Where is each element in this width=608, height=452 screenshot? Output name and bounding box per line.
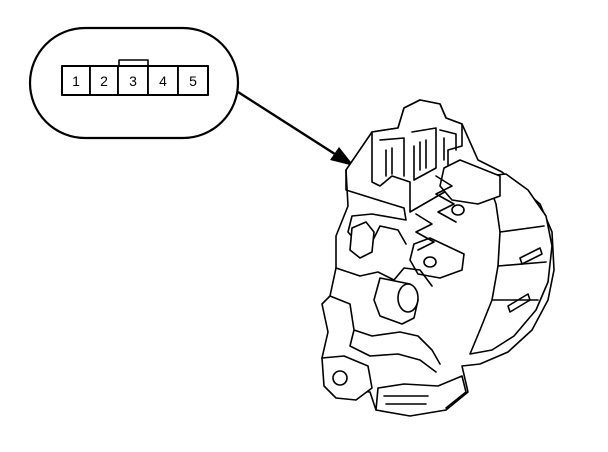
- switch-rocker-knob: [469, 173, 553, 355]
- connector-shroud-inner: [379, 127, 457, 181]
- switch-assembly: [321, 99, 555, 417]
- plunger-end: [397, 283, 419, 313]
- housing-latch: [349, 221, 375, 259]
- contact-spring-upper: [435, 175, 457, 223]
- connector-callout: 1 2 3 4 5: [28, 26, 240, 140]
- pin-label-5: 5: [189, 73, 197, 89]
- pin-label-2: 2: [100, 73, 108, 89]
- switch-rocker-slot-upper: [519, 247, 543, 265]
- terminal-rivet-upper: [451, 204, 465, 216]
- switch-rocker-slot-lower: [507, 293, 531, 313]
- leader-arrow: [237, 90, 354, 166]
- lower-body: [329, 295, 441, 373]
- pin-label-4: 4: [159, 73, 167, 89]
- connector-terminals: [385, 137, 445, 177]
- leader-line: [237, 90, 339, 158]
- contact-spring-lower: [415, 213, 435, 251]
- pin-label-3: 3: [129, 73, 137, 89]
- bracket-bottom: [375, 375, 467, 411]
- leader-arrowhead: [330, 147, 354, 166]
- terminal-rivet-lower: [423, 256, 437, 268]
- housing-left-face: [345, 169, 407, 247]
- connector-pin-row: [61, 65, 209, 96]
- pin-label-1: 1: [72, 73, 80, 89]
- connector-shroud: [371, 99, 463, 213]
- connector-pin-frame: [61, 65, 209, 96]
- bracket-ribs: [383, 395, 429, 405]
- terminal-tab-upper: [439, 159, 501, 205]
- mounting-hole: [332, 370, 348, 386]
